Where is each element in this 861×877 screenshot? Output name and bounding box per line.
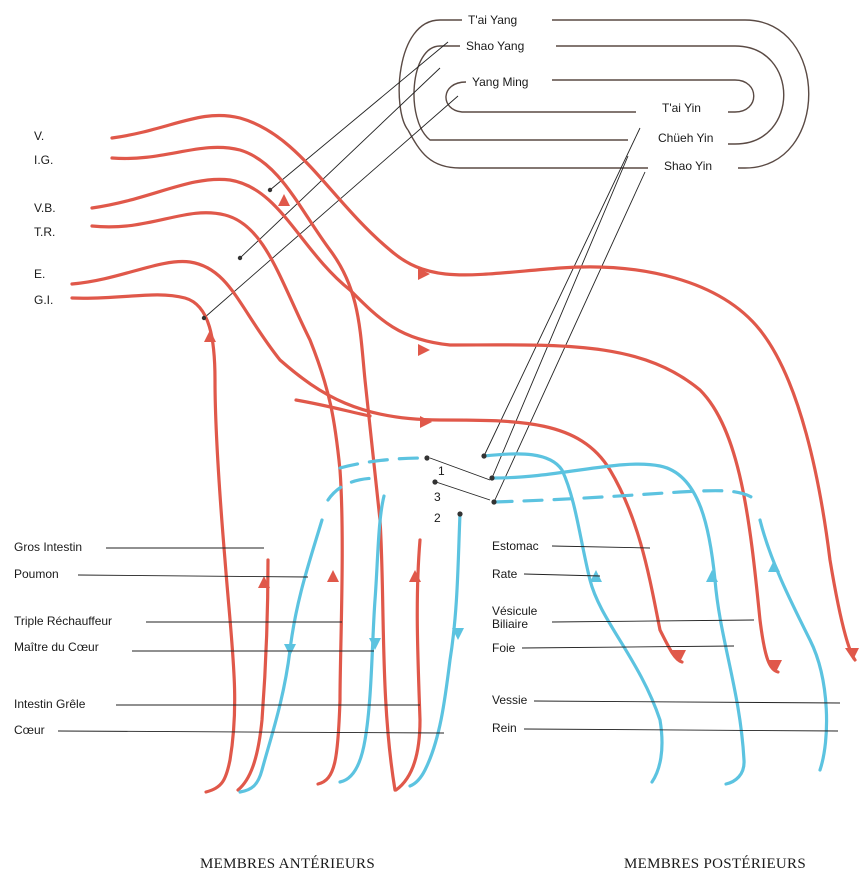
caption-front-limbs: MEMBRES ANTÉRIEURS bbox=[200, 855, 375, 872]
label-tai-yin: T'ai Yin bbox=[662, 101, 701, 115]
caption-hind-limbs: MEMBRES POSTÉRIEURS bbox=[624, 855, 806, 872]
label-poumon: Poumon bbox=[14, 567, 59, 581]
yang-arrows bbox=[204, 194, 859, 672]
label-biliaire: Biliaire bbox=[492, 617, 528, 631]
label-gros-intestin: Gros Intestin bbox=[14, 540, 82, 554]
junction-number-1: 1 bbox=[438, 464, 445, 478]
label-vb: V.B. bbox=[34, 201, 56, 215]
label-rein: Rein bbox=[492, 721, 517, 735]
head-labels: V. I.G. V.B. T.R. E. G.I. bbox=[34, 129, 56, 307]
junction-number-2: 2 bbox=[434, 511, 441, 525]
label-maitre-du-coeur: Maître du Cœur bbox=[14, 640, 99, 654]
label-shao-yin: Shao Yin bbox=[664, 159, 712, 173]
label-e: E. bbox=[34, 267, 45, 281]
label-v: V. bbox=[34, 129, 44, 143]
label-intestin-grele: Intestin Grêle bbox=[14, 697, 86, 711]
yang-meridians bbox=[72, 115, 855, 792]
label-rate: Rate bbox=[492, 567, 518, 581]
label-vessie: Vessie bbox=[492, 693, 528, 707]
label-tai-yang: T'ai Yang bbox=[468, 13, 517, 27]
label-tr: T.R. bbox=[34, 225, 55, 239]
meridian-loops bbox=[399, 20, 809, 168]
label-foie: Foie bbox=[492, 641, 516, 655]
label-ig: I.G. bbox=[34, 153, 53, 167]
hind-limb-labels: Estomac Rate Vésicule Biliaire Foie Vess… bbox=[492, 539, 840, 735]
label-yang-ming: Yang Ming bbox=[472, 75, 528, 89]
loop-labels: T'ai Yang Shao Yang Yang Ming T'ai Yin C… bbox=[466, 13, 713, 173]
label-vesicule: Vésicule bbox=[492, 604, 538, 618]
yin-meridians bbox=[240, 454, 827, 792]
label-chueh-yin: Chüeh Yin bbox=[658, 131, 713, 145]
label-gi: G.I. bbox=[34, 293, 53, 307]
junction-points: 1 3 2 bbox=[202, 188, 497, 525]
label-shao-yang: Shao Yang bbox=[466, 39, 524, 53]
label-coeur: Cœur bbox=[14, 723, 45, 737]
label-triple-rechauffeur: Triple Réchauffeur bbox=[14, 614, 112, 628]
junction-number-3: 3 bbox=[434, 490, 441, 504]
label-estomac: Estomac bbox=[492, 539, 539, 553]
